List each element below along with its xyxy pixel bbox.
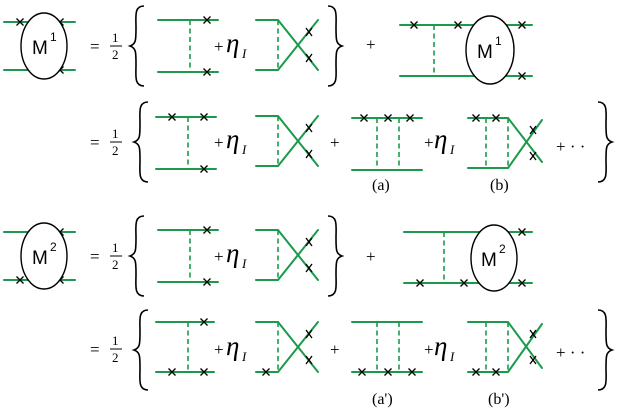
m2-expansion-row: = 1 2 + η I + + η I [90, 309, 613, 408]
equals-sign: = [90, 133, 100, 152]
right-brace [597, 309, 613, 391]
right-brace [327, 215, 343, 297]
half-den: 2 [112, 47, 119, 62]
left-brace [129, 5, 145, 87]
m2-sup: 2 [499, 242, 506, 256]
ladder-diagram [155, 317, 215, 377]
half-num: 1 [112, 333, 119, 348]
half-num: 1 [112, 30, 119, 45]
two-rung-crossed-b-prime [467, 321, 543, 377]
crossed-diagram [255, 115, 319, 167]
half-den: 2 [112, 143, 119, 158]
plus-sign: + [214, 340, 224, 359]
m2-label: M [32, 248, 48, 269]
eta-subscript: I [241, 256, 247, 271]
m1-expansion-row: = 1 2 + η I + + η I + · · (a) (b) [90, 101, 613, 194]
eta-subscript: I [449, 142, 455, 157]
eta-subscript: I [449, 349, 455, 364]
equals-sign: = [90, 37, 100, 56]
right-brace [327, 5, 343, 87]
plus-sign: + [214, 37, 224, 56]
half-den: 2 [112, 257, 119, 272]
label-a-prime: (a') [372, 391, 393, 408]
m1-row: M 1 = 1 2 + η I + M 1 [3, 5, 533, 87]
two-rung-ladder-a [352, 115, 422, 171]
m2-sup: 2 [50, 240, 57, 254]
crossed-diagram [255, 229, 319, 281]
crossed-diagram [256, 322, 318, 376]
left-brace [133, 309, 149, 391]
m1-sup: 1 [495, 34, 502, 48]
half-den: 2 [112, 350, 119, 365]
m1-label: M [477, 42, 493, 63]
m1-blob-left: M 1 [3, 12, 76, 80]
equals-sign: = [90, 247, 100, 266]
eta-subscript: I [241, 46, 247, 61]
ellipsis: + · · [556, 343, 585, 362]
eta-symbol: η [226, 238, 239, 268]
plus-sign: + [330, 133, 340, 152]
right-brace [597, 101, 613, 183]
eta-symbol: η [434, 331, 447, 361]
ladder-diagram [158, 227, 218, 286]
eta-symbol: η [226, 331, 239, 361]
ellipsis: + · · [556, 137, 585, 156]
eta-subscript: I [241, 142, 247, 157]
crossed-diagram [255, 19, 319, 71]
plus-sign: + [366, 247, 376, 266]
plus-sign: + [214, 133, 224, 152]
ladder-diagram [156, 114, 216, 173]
label-b-prime: (b') [488, 391, 510, 408]
plus-sign: + [330, 340, 340, 359]
plus-sign: + [424, 133, 434, 152]
two-rung-ladder-a-prime [351, 321, 423, 377]
half-num: 1 [112, 240, 119, 255]
eta-symbol: η [226, 28, 239, 58]
m1-blob-right: M 1 [399, 15, 533, 85]
plus-sign: + [214, 247, 224, 266]
two-rung-crossed-b [468, 115, 542, 169]
m2-blob-right: M 2 [403, 224, 533, 292]
ladder-diagram [158, 17, 218, 76]
plus-sign: + [424, 340, 434, 359]
m1-sup: 1 [50, 30, 57, 44]
eta-symbol: η [434, 124, 447, 154]
left-brace [133, 101, 149, 183]
label-a: (a) [372, 177, 390, 194]
plus-sign: + [366, 35, 376, 54]
label-b: (b) [490, 177, 509, 194]
m2-label: M [481, 250, 497, 271]
m2-blob-left: M 2 [3, 222, 76, 290]
equals-sign: = [90, 340, 100, 359]
left-brace [129, 215, 145, 297]
eta-symbol: η [226, 124, 239, 154]
m2-row: M 2 = 1 2 + η I + M 2 [3, 215, 533, 297]
eta-subscript: I [241, 349, 247, 364]
half-num: 1 [112, 126, 119, 141]
m1-label: M [32, 38, 48, 59]
